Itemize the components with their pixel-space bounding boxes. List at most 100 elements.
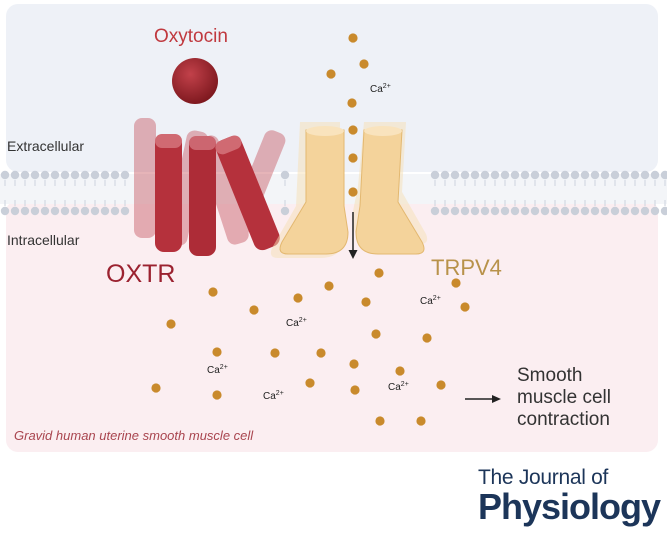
lipid-head [70, 170, 80, 180]
lipid-head [520, 206, 530, 216]
lipid-head [580, 170, 590, 180]
lipid-head [470, 170, 480, 180]
lipid-head [540, 170, 550, 180]
calcium-ion [451, 278, 461, 288]
ca-label: Ca2+ [388, 381, 409, 393]
outcome-text: Smooth muscle cell contraction [517, 365, 611, 431]
calcium-ion [212, 390, 222, 400]
extracellular-region [6, 4, 658, 172]
journal-title-line2: Physiology [478, 486, 661, 527]
lipid-head [620, 170, 630, 180]
lipid-head [120, 170, 130, 180]
lipid-head [530, 206, 540, 216]
calcium-ion [305, 378, 315, 388]
calcium-ion [375, 416, 385, 426]
lipid-head [520, 170, 530, 180]
calcium-ion [249, 305, 259, 315]
lipid-head [500, 206, 510, 216]
lipid-head [510, 170, 520, 180]
lipid-head [650, 206, 660, 216]
calcium-ion [326, 69, 336, 79]
lipid-head [20, 170, 30, 180]
lipid-head [430, 170, 440, 180]
lipid-head [560, 170, 570, 180]
lipid-head [60, 206, 70, 216]
lipid-head [610, 170, 620, 180]
calcium-ion [416, 416, 426, 426]
ca-label: Ca2+ [207, 364, 228, 376]
lipid-head [600, 206, 610, 216]
lipid-head [650, 170, 660, 180]
lipid-head [440, 170, 450, 180]
lipid-head [10, 170, 20, 180]
lipid-head [110, 206, 120, 216]
calcium-ion [350, 385, 360, 395]
lipid-head [0, 206, 10, 216]
lipid-head [510, 206, 520, 216]
calcium-ion [422, 333, 432, 343]
calcium-ion [347, 98, 357, 108]
lipid-head [530, 170, 540, 180]
lipid-head [120, 206, 130, 216]
lipid-head [110, 170, 120, 180]
lipid-head [630, 170, 640, 180]
contraction-arrow [465, 395, 501, 403]
lipid-head [550, 170, 560, 180]
calcium-ion [324, 281, 334, 291]
oxtr-label: OXTR [106, 260, 176, 288]
lipid-head [50, 206, 60, 216]
calcium-ion [208, 287, 218, 297]
lipid-head [0, 170, 10, 180]
lipid-head [500, 170, 510, 180]
lipid-head [490, 206, 500, 216]
oxtr-receptor [134, 118, 286, 256]
lipid-head [590, 206, 600, 216]
calcium-ion [348, 33, 358, 43]
lipid-head [80, 206, 90, 216]
lipid-head [560, 206, 570, 216]
calcium-ion [460, 302, 470, 312]
calcium-ion [316, 348, 326, 358]
lipid-head [20, 206, 30, 216]
calcium-ion [436, 380, 446, 390]
lipid-head [490, 170, 500, 180]
lipid-head [30, 206, 40, 216]
lipid-head [40, 206, 50, 216]
outcome-line-2: muscle cell [517, 387, 611, 408]
outcome-line-3: contraction [517, 409, 610, 430]
oxytocin-label: Oxytocin [154, 26, 228, 47]
lipid-head [450, 206, 460, 216]
lipid-head [70, 206, 80, 216]
lipid-head [610, 206, 620, 216]
intracellular-label: Intracellular [7, 232, 80, 248]
calcium-ion [348, 187, 358, 197]
calcium-ion [348, 153, 358, 163]
calcium-ions [151, 33, 470, 426]
extracellular-label: Extracellular [7, 138, 85, 154]
calcium-ion [361, 297, 371, 307]
calcium-ion [371, 329, 381, 339]
lipid-head [600, 170, 610, 180]
calcium-ion [348, 125, 358, 135]
calcium-ion [270, 348, 280, 358]
lipid-head [10, 206, 20, 216]
ca-label: Ca2+ [263, 390, 284, 402]
lipid-head [30, 170, 40, 180]
lipid-head [80, 170, 90, 180]
lipid-head [40, 170, 50, 180]
trpv4-channel [270, 122, 428, 258]
ca-label: Ca2+ [286, 317, 307, 329]
trpv4-label: TRPV4 [431, 255, 502, 280]
lipid-head [660, 206, 667, 216]
lipid-head [640, 170, 650, 180]
calcium-ion [166, 319, 176, 329]
lipid-head [540, 206, 550, 216]
lipid-head [100, 170, 110, 180]
lipid-head [480, 170, 490, 180]
calcium-ion [212, 347, 222, 357]
lipid-head [640, 206, 650, 216]
lipid-head [470, 206, 480, 216]
ion-flow-arrow [348, 212, 358, 259]
calcium-ion [395, 366, 405, 376]
